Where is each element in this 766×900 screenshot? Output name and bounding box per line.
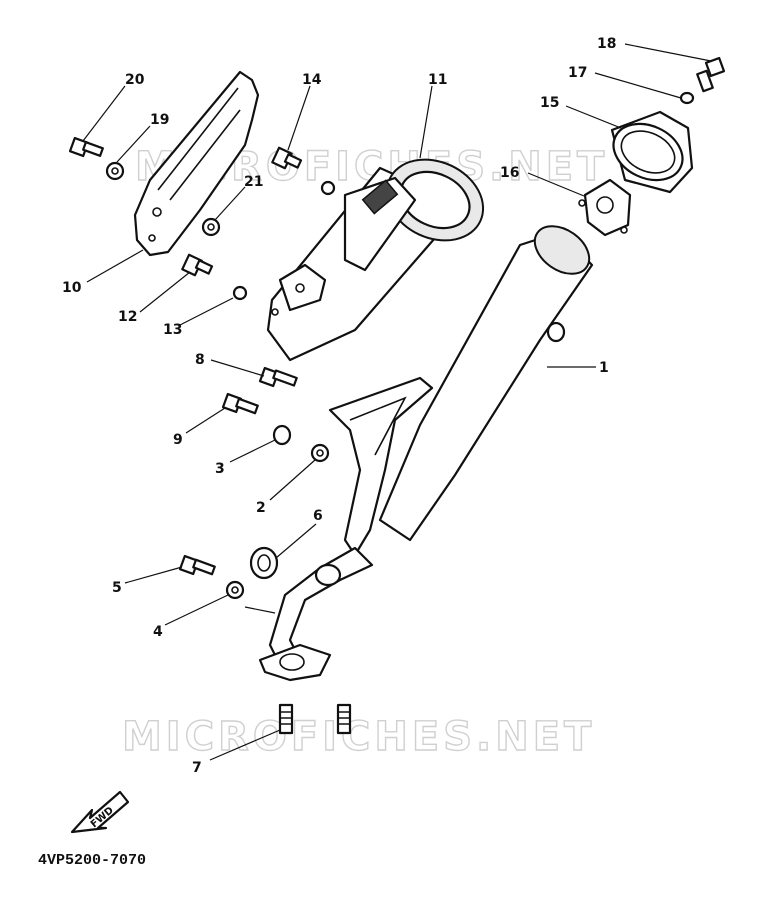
part-4-washer xyxy=(225,580,245,600)
part-7-stud-left xyxy=(278,703,294,735)
part-21-washer xyxy=(201,217,221,237)
part-12-bolt xyxy=(181,253,214,277)
callout-2: 2 xyxy=(256,500,266,516)
callout-13: 13 xyxy=(163,322,182,338)
part-16-gasket xyxy=(578,178,632,237)
callout-17: 17 xyxy=(568,65,587,81)
part-21-washer-hole xyxy=(207,223,215,231)
part-3-nut xyxy=(272,424,292,446)
part-14-bolt xyxy=(271,146,303,170)
part-1-muffler xyxy=(258,225,594,682)
part-19-washer-hole xyxy=(111,167,119,175)
callout-7: 7 xyxy=(192,760,202,776)
watermark-bottom: MICROFICHES.NET xyxy=(122,714,595,760)
part-17-washer xyxy=(679,91,695,105)
part-20-bolt xyxy=(68,136,104,158)
part-6-gasket-hole xyxy=(257,554,271,572)
callout-14: 14 xyxy=(302,72,322,88)
callout-5: 5 xyxy=(112,580,122,596)
part-19-washer xyxy=(105,161,125,181)
callout-11: 11 xyxy=(428,72,447,88)
callout-6: 6 xyxy=(313,508,323,524)
callout-1: 1 xyxy=(599,360,609,376)
part-18-bolt xyxy=(696,56,726,93)
part-11-muffler-cover xyxy=(266,158,485,362)
callout-18: 18 xyxy=(597,36,616,52)
part-15-end-cap xyxy=(610,110,694,194)
callout-10: 10 xyxy=(62,280,82,296)
part-2-washer-hole xyxy=(316,449,324,457)
part-10-heat-shield xyxy=(133,70,260,257)
callout-9: 9 xyxy=(173,432,183,448)
part-9-bolt xyxy=(221,392,259,415)
callout-3: 3 xyxy=(215,461,225,477)
part-8-bolt xyxy=(258,366,298,388)
callout-8: 8 xyxy=(195,352,205,368)
part-2-washer xyxy=(310,443,330,463)
fwd-arrow-icon: FWD xyxy=(70,790,130,834)
part-6-gasket xyxy=(249,546,279,580)
callout-21: 21 xyxy=(244,174,263,190)
part-14-washer xyxy=(320,180,336,196)
part-4-washer-hole xyxy=(231,586,239,594)
diagram-code: 4VP5200-7070 xyxy=(38,852,146,869)
part-5-bolt xyxy=(178,554,216,576)
callout-19: 19 xyxy=(150,112,169,128)
callout-12: 12 xyxy=(118,309,137,325)
callout-20: 20 xyxy=(125,72,145,88)
part-7-stud-right xyxy=(336,703,352,735)
callout-15: 15 xyxy=(540,95,559,111)
leader-lines xyxy=(82,43,712,761)
part-13-washer xyxy=(232,285,248,301)
callout-16: 16 xyxy=(500,165,519,181)
callout-4: 4 xyxy=(153,624,163,640)
